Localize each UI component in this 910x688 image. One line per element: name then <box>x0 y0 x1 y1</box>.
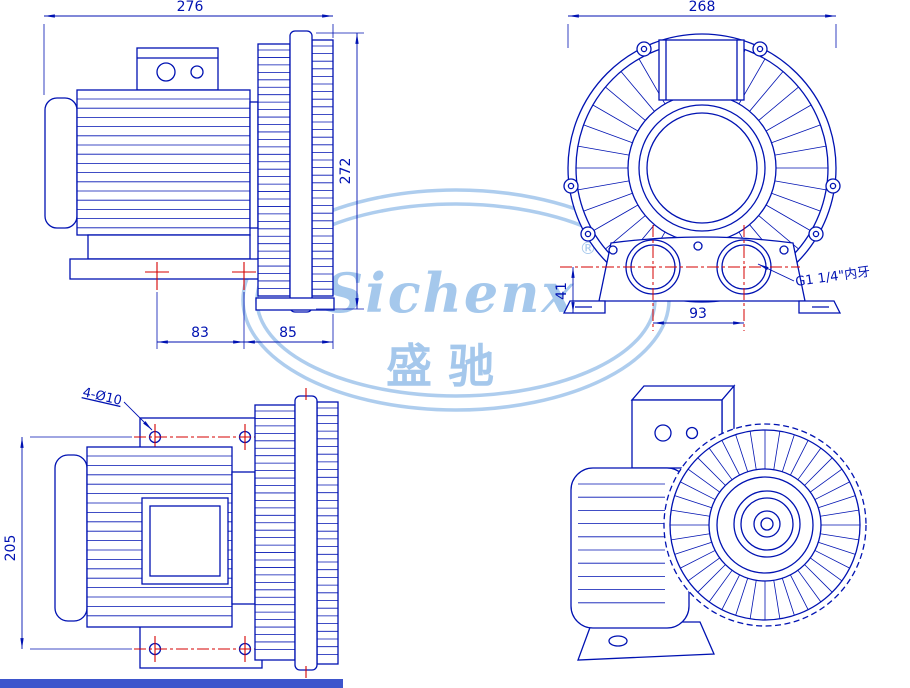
view-side-elevation: 276 272 83 85 <box>43 0 364 349</box>
port-thread-label: G1 1/4"内牙 <box>794 264 871 290</box>
dim-foot-to-outlet: 85 <box>279 325 297 341</box>
view-plan: 205 4-Ø10 <box>3 385 339 678</box>
view-front: 268 41 93 G1 1/4"内牙 <box>554 0 871 331</box>
motor-base <box>69 234 263 290</box>
motor-body <box>44 89 259 236</box>
motor-fins <box>77 98 250 229</box>
watermark: Sichenx ® 盛驰 <box>241 188 671 412</box>
radial-fins-iso <box>670 430 860 620</box>
blower-housing-plan <box>254 388 339 678</box>
impeller-housing-iso <box>663 423 867 627</box>
housing-fins-left <box>258 49 290 289</box>
mounting-tabs <box>563 41 841 242</box>
dim-front-width: 268 <box>689 0 716 15</box>
dim-port-pitch: 93 <box>689 306 707 322</box>
housing-fins-plan-right <box>317 407 338 655</box>
bottom-accent-bar <box>0 679 343 688</box>
terminal-box-front <box>658 39 745 101</box>
watermark-brand: Sichenx <box>324 261 575 325</box>
inlet-opening <box>646 112 758 224</box>
dim-hole-pitch: 205 <box>3 535 19 562</box>
motor-body-plan <box>54 446 256 628</box>
view-isometric <box>570 384 867 661</box>
terminal-box <box>136 47 219 91</box>
blower-housing-side <box>255 30 335 313</box>
dim-overall-width: 276 <box>177 0 204 15</box>
dim-overall-height: 272 <box>338 158 354 185</box>
housing-fins-plan-left <box>255 410 295 650</box>
dimensions-side: 276 272 83 85 <box>43 0 364 349</box>
motor-fins-iso <box>578 483 665 604</box>
dim-port-center-height: 41 <box>554 282 570 300</box>
mounting-holes-label: 4-Ø10 <box>81 385 123 409</box>
port-housing <box>560 225 842 331</box>
dim-foot-pitch: 83 <box>191 325 209 341</box>
housing-fins-right <box>312 45 333 290</box>
watermark-chinese: 盛驰 <box>386 339 510 393</box>
